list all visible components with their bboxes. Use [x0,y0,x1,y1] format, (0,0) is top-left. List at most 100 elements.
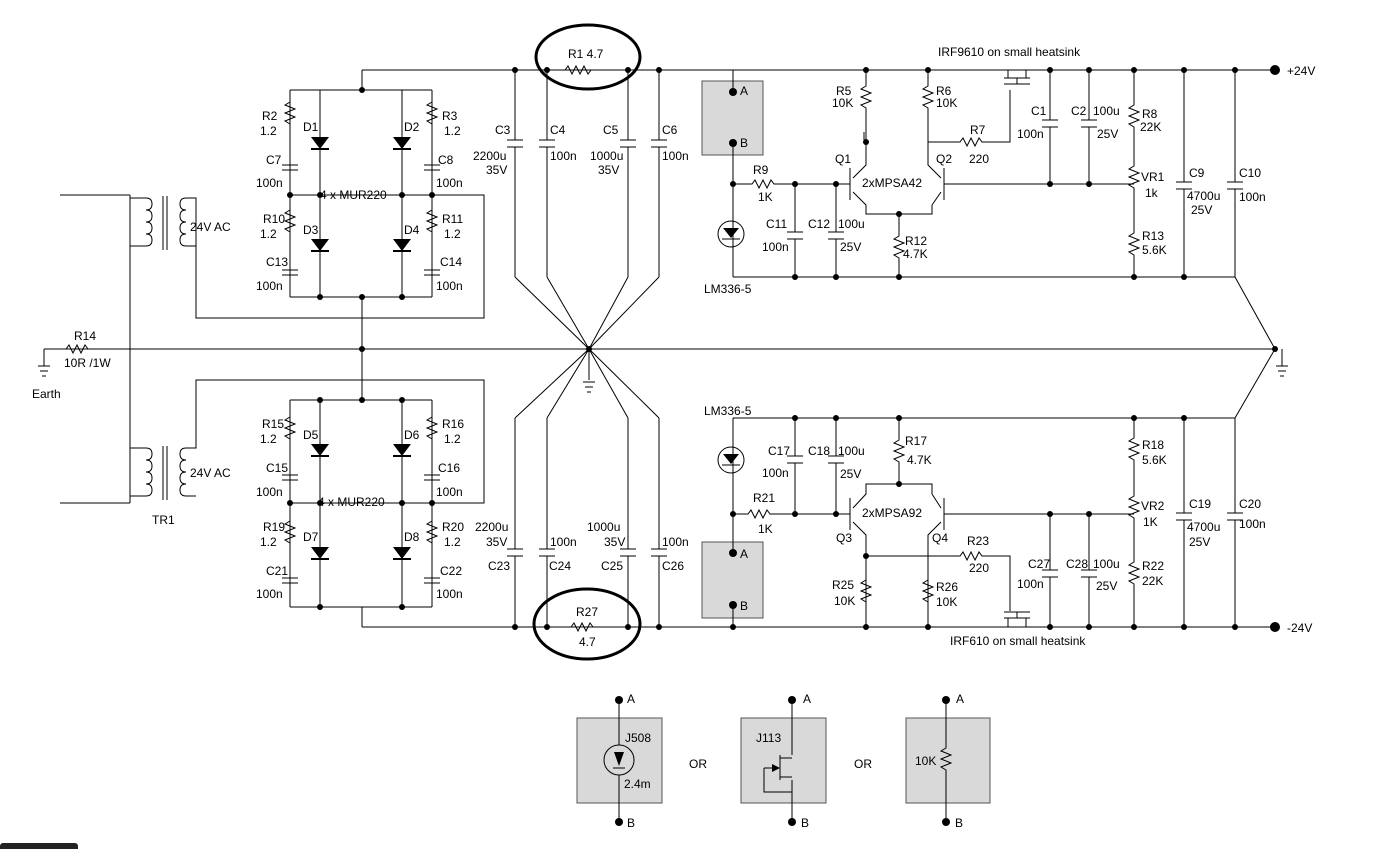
r6-ref: R6 [936,84,952,98]
d3-ref: D3 [303,223,319,237]
c3-ref: C3 [495,123,511,137]
vr1-ref: VR1 [1141,170,1165,184]
c9-value: 4700u [1187,189,1220,203]
mpsa92-label: 2xMPSA92 [862,506,922,520]
mpsa42-label: 2xMPSA42 [862,176,922,190]
r23-ref: R23 [967,534,989,548]
neg-rail-label: -24V [1287,621,1312,635]
opt1-a-label: A [627,692,635,706]
r12-ref: R12 [905,234,927,248]
c2-voltage: 25V [1097,127,1118,141]
c22-ref: C22 [440,564,462,578]
r18-ref: R18 [1142,438,1164,452]
r21-value: 1K [758,522,773,536]
c8-ref: C8 [438,153,454,167]
r6-value: 10K [936,96,957,110]
c25-value: 1000u [587,520,620,534]
c15-value: 100n [256,485,283,499]
r14-value: 10R /1W [64,356,111,370]
node-a-label: A [740,84,748,98]
r19-value: 1.2 [260,535,277,549]
c13-value: 100n [256,279,283,293]
c7-value: 100n [256,176,283,190]
r11-ref: R11 [442,212,463,226]
c28-voltage: 25V [1096,579,1117,593]
c18-value: 100u [838,444,865,458]
option-j113: J113 A B [740,692,827,830]
junction-dots [287,65,1280,826]
c19-ref: C19 [1189,497,1211,511]
r13-value: 5.6K [1142,243,1167,257]
c2-ref: C2 [1071,104,1087,118]
c5-value: 1000u [590,149,623,163]
r27-ref: R27 [576,605,598,619]
node-b-lower-label: B [740,599,748,613]
option-10k: 10K A B [905,692,991,830]
c3-voltage: 35V [486,163,507,177]
c1-ref: C1 [1031,104,1047,118]
r25-value: 10K [834,594,855,608]
c1-value: 100n [1017,127,1044,141]
vr2-value: 1K [1143,515,1158,529]
r7-ref: R7 [970,123,986,137]
irf610-label: IRF610 on small heatsink [950,634,1086,648]
c24-ref: C24 [549,559,571,573]
node-b-label: B [740,136,748,150]
r11-value: 1.2 [444,227,461,241]
r14-earth-link: R14 10R /1W Earth [32,329,111,401]
c14-value: 100n [436,279,463,293]
r10-value: 1.2 [260,227,277,241]
d5-ref: D5 [303,428,319,442]
r20-ref: R20 [442,520,464,534]
d4-ref: D4 [404,223,420,237]
r5-ref: R5 [836,84,852,98]
option-j508: J508 2.4m A B [576,692,663,830]
c19-voltage: 25V [1189,535,1210,549]
c20-ref: C20 [1239,497,1261,511]
d1-ref: D1 [303,120,319,134]
c12-voltage: 25V [840,240,861,254]
j508-value: 2.4m [624,777,651,791]
c12-ref: C12 [808,217,830,231]
regulator-lower: A B LM336-5 C17 100n C18 100u 25V R21 1K… [701,404,1266,648]
c23-ref: C23 [488,559,510,573]
r5-value: 10K [832,96,853,110]
c23-value: 2200u [475,520,508,534]
r12-value: 4.7K [903,247,928,261]
c16-value: 100n [436,485,463,499]
r18-value: 5.6K [1142,453,1167,467]
r23-value: 220 [969,561,989,575]
transformer-tr1: 24V AC 24V AC TR1 [60,194,485,527]
r3-value: 1.2 [444,124,461,138]
r8-value: 22K [1140,120,1161,134]
c26-value: 100n [662,535,689,549]
c12-value: 100u [838,217,865,231]
c16-ref: C16 [438,461,460,475]
r7-value: 220 [969,152,989,166]
c20-value: 100n [1239,517,1266,531]
r13-ref: R13 [1142,229,1164,243]
r16-ref: R16 [442,417,464,431]
c7-ref: C7 [266,153,282,167]
window-corner-tab [0,843,78,849]
r25-ref: R25 [832,578,854,592]
c10-value: 100n [1239,190,1266,204]
caps-lower: R27 4.7 2200u 35V C23 100n C24 1000u 35V… [475,418,689,661]
r3-ref: R3 [442,109,458,123]
c27-ref: C27 [1028,557,1050,571]
c27-value: 100n [1017,577,1044,591]
r9-ref: R9 [753,163,769,177]
r17-ref: R17 [905,434,927,448]
c11-value: 100n [762,240,789,254]
opt3-a-label: A [956,692,964,706]
c28-ref: C28 [1066,557,1088,571]
r2-ref: R2 [262,109,278,123]
c9-voltage: 25V [1191,203,1212,217]
10k-label: 10K [915,754,936,768]
c6-value: 100n [662,149,689,163]
bridge-upper-label: 4 x MUR220 [320,188,387,202]
c25-voltage: 35V [604,535,625,549]
c4-value: 100n [550,149,577,163]
tr1-label: TR1 [152,513,175,527]
tr1-sec2-label: 24V AC [190,466,231,480]
